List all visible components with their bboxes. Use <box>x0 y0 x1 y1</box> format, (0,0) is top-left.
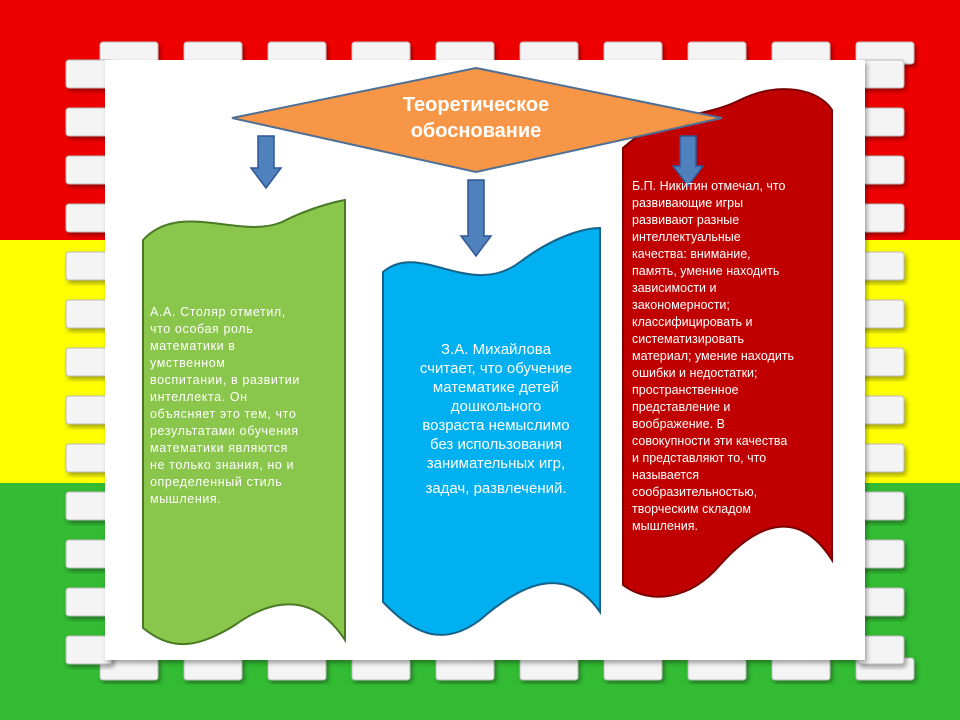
title-diamond <box>231 66 723 174</box>
right-scroll <box>622 88 833 598</box>
frame-tooth <box>183 657 243 681</box>
middle-text-main: З.А. Михайлова считает, что обучение мат… <box>419 341 573 472</box>
frame-tooth <box>267 657 327 681</box>
middle-scroll-text: З.А. Михайлова считает, что обучение мат… <box>390 340 602 498</box>
left-scroll <box>142 198 346 646</box>
frame-perforations <box>65 41 915 681</box>
frame-tooth <box>771 657 831 681</box>
frame-tooth <box>519 657 579 681</box>
frame-tooth <box>603 657 663 681</box>
diagram-title: Теоретическое обоснование <box>402 94 550 142</box>
frame-tooth <box>351 657 411 681</box>
middle-arrow-icon <box>459 179 493 258</box>
right-scroll-text: Б.П. Никитин отмечал, что развивающие иг… <box>632 179 795 533</box>
left-scroll-text: А.А. Столяр отметил, что особая роль мат… <box>150 305 300 506</box>
frame-tooth <box>687 657 747 681</box>
right-arrow-icon <box>671 135 705 188</box>
middle-scroll <box>382 226 601 636</box>
frame-tooth <box>435 657 495 681</box>
left-arrow-icon <box>249 135 283 190</box>
middle-text-last: задач, развлечений. <box>425 480 567 497</box>
